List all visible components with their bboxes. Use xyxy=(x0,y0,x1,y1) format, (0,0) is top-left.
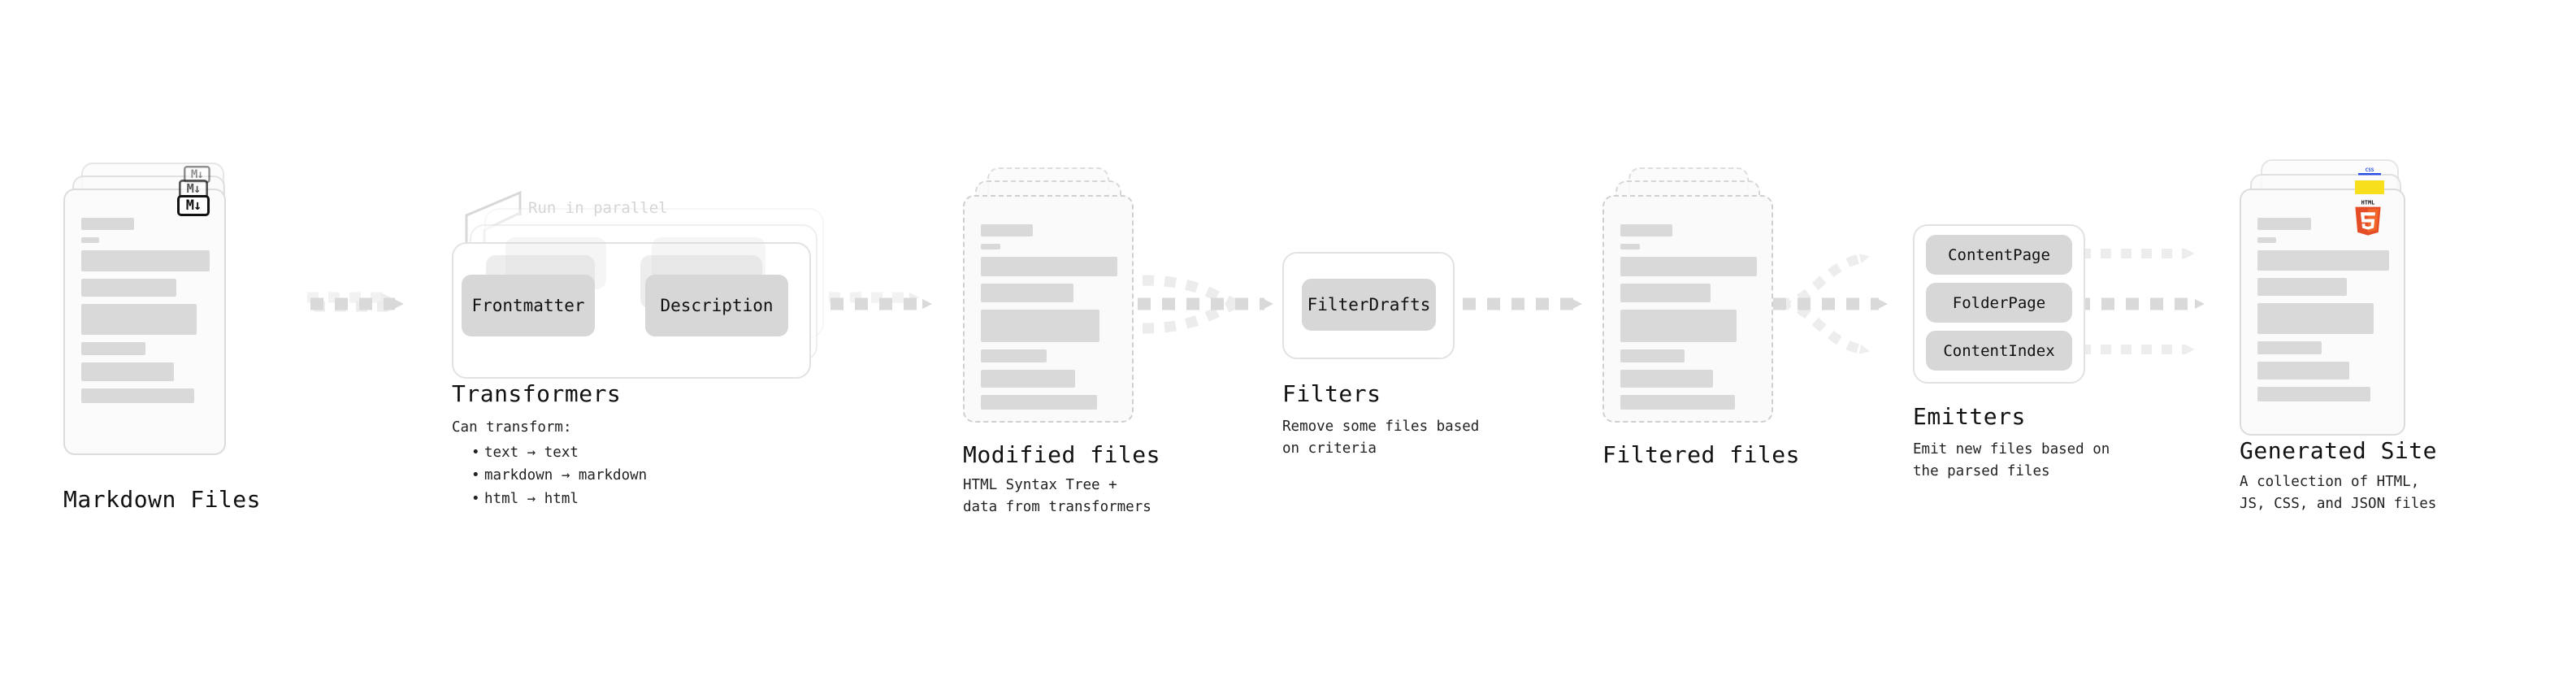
modified-files-description: HTML Syntax Tree + data from transformer… xyxy=(963,475,1151,518)
stage-markdown-files: M↓ M↓ M↓ xyxy=(63,163,242,455)
emitter-pill-contentpage-label: ContentPage xyxy=(1948,246,2050,264)
stage-transformers: Frontmatter Description xyxy=(452,208,834,395)
markdown-placeholder-lines xyxy=(81,218,210,410)
transformers-bullet-list: text → text markdown → markdown html → h… xyxy=(468,441,647,510)
arrow-modified-to-filters xyxy=(1138,280,1264,328)
filtered-placeholder-lines xyxy=(1620,224,1757,417)
stage-filters: FilterDrafts xyxy=(1282,252,1461,359)
markdown-icon-label-mid: M↓ xyxy=(187,183,201,195)
site-placeholder-lines xyxy=(2257,218,2389,409)
run-in-parallel-note: Run in parallel xyxy=(528,199,668,217)
transformer-pill-frontmatter-label: Frontmatter xyxy=(471,296,584,315)
stage-emitters: ContentPage FolderPage ContentIndex xyxy=(1913,224,2100,387)
filtered-card-front xyxy=(1602,195,1773,423)
transformers-bullet-item: markdown → markdown xyxy=(484,464,647,487)
html5-icon: HTML xyxy=(2352,198,2384,236)
emitters-description: Emit new files based on the parsed files xyxy=(1913,439,2110,483)
stage-generated-site: CSS HTML xyxy=(2240,159,2426,460)
transformer-pill-frontmatter[interactable]: Frontmatter xyxy=(462,275,595,336)
stage-filtered-files xyxy=(1602,167,1789,452)
filters-description: Remove some files based on criteria xyxy=(1282,416,1479,460)
emitter-pill-contentindex-label: ContentIndex xyxy=(1943,342,2054,360)
svg-text:CSS: CSS xyxy=(2366,167,2374,173)
transformers-title: Transformers xyxy=(452,380,621,407)
svg-text:HTML: HTML xyxy=(2361,199,2375,206)
modified-placeholder-lines xyxy=(981,224,1117,417)
markdown-icon: M↓ xyxy=(177,195,210,216)
markdown-icon-label-back: M↓ xyxy=(191,169,203,180)
generated-site-description: A collection of HTML, JS, CSS, and JSON … xyxy=(2240,471,2436,515)
filtered-files-title: Filtered files xyxy=(1602,441,1800,468)
stage-modified-files xyxy=(963,167,1150,452)
emitter-pill-contentindex[interactable]: ContentIndex xyxy=(1926,331,2072,371)
emitters-title: Emitters xyxy=(1913,403,2026,430)
arrow-markdown-to-transformers xyxy=(307,297,395,306)
modified-files-title: Modified files xyxy=(963,441,1160,468)
emitter-pill-folderpage-label: FolderPage xyxy=(1953,294,2045,312)
transformer-pill-description[interactable]: Description xyxy=(645,275,788,336)
filter-pill-filterdrafts-label: FilterDrafts xyxy=(1308,295,1431,314)
emitter-pill-folderpage[interactable]: FolderPage xyxy=(1926,283,2072,323)
javascript-icon xyxy=(2355,180,2384,194)
emitter-pill-contentpage[interactable]: ContentPage xyxy=(1926,235,2072,275)
transformers-bullet-item: html → html xyxy=(484,488,647,510)
markdown-card-front xyxy=(63,189,226,455)
filter-pill-filterdrafts[interactable]: FilterDrafts xyxy=(1302,279,1436,331)
transformers-bullet-item: text → text xyxy=(484,441,647,464)
markdown-icon-label: M↓ xyxy=(186,199,201,213)
arrow-transformers-to-modified xyxy=(829,297,923,304)
modified-card-front xyxy=(963,195,1134,423)
css3-icon: CSS xyxy=(2357,166,2383,177)
generated-site-title: Generated Site xyxy=(2240,437,2437,464)
transformer-pill-description-label: Description xyxy=(660,296,773,315)
filters-title: Filters xyxy=(1282,380,1381,407)
markdown-files-title: Markdown Files xyxy=(63,486,261,513)
transformers-description: Can transform: xyxy=(452,417,572,439)
